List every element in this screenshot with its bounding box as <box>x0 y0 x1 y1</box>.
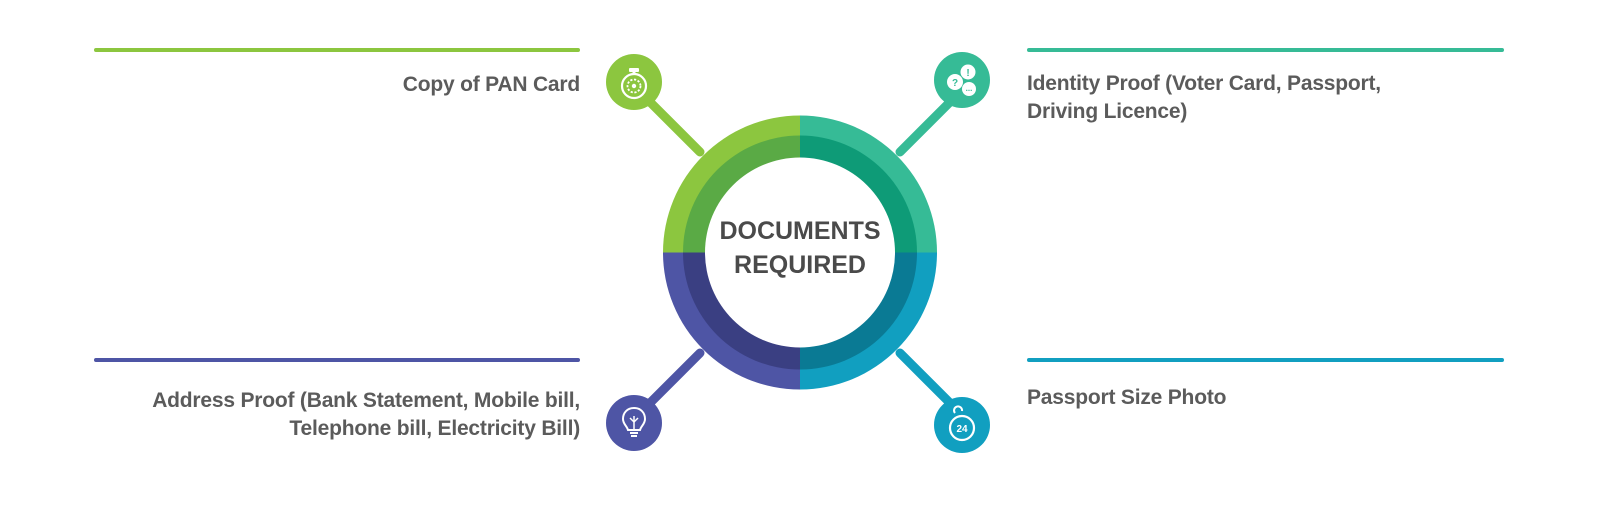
chat-bubbles-icon: ? ! ... <box>934 52 990 108</box>
label-passport-photo-text: Passport Size Photo <box>1027 386 1227 409</box>
center-title-line2: REQUIRED <box>734 251 866 279</box>
label-address-proof-line2: Telephone bill, Electricity Bill) <box>289 417 580 440</box>
label-identity-proof: Identity Proof (Voter Card, Passport, Dr… <box>1027 70 1527 126</box>
label-passport-photo: Passport Size Photo <box>1027 384 1427 412</box>
label-pan-card: Copy of PAN Card <box>180 71 580 99</box>
divider-top-right <box>1027 48 1504 52</box>
svg-text:!: ! <box>966 68 969 79</box>
label-address-proof: Address Proof (Bank Statement, Mobile bi… <box>80 387 580 443</box>
center-disc <box>705 157 895 348</box>
divider-bottom-left <box>94 358 580 362</box>
center-title: DOCUMENTS REQUIRED <box>700 214 900 282</box>
center-title-line1: DOCUMENTS <box>719 217 881 245</box>
svg-text:...: ... <box>966 84 973 93</box>
label-identity-proof-line1: Identity Proof (Voter Card, Passport, <box>1027 72 1381 95</box>
lightbulb-icon <box>606 395 662 451</box>
stopwatch-icon <box>606 54 662 110</box>
svg-text:?: ? <box>952 78 958 89</box>
label-identity-proof-line2: Driving Licence) <box>1027 100 1188 123</box>
24-hours-icon: 24 <box>934 397 990 453</box>
label-address-proof-line1: Address Proof (Bank Statement, Mobile bi… <box>152 389 580 412</box>
svg-text:24: 24 <box>956 424 968 435</box>
divider-top-left <box>94 48 580 52</box>
divider-bottom-right <box>1027 358 1504 362</box>
label-pan-card-text: Copy of PAN Card <box>402 73 580 96</box>
